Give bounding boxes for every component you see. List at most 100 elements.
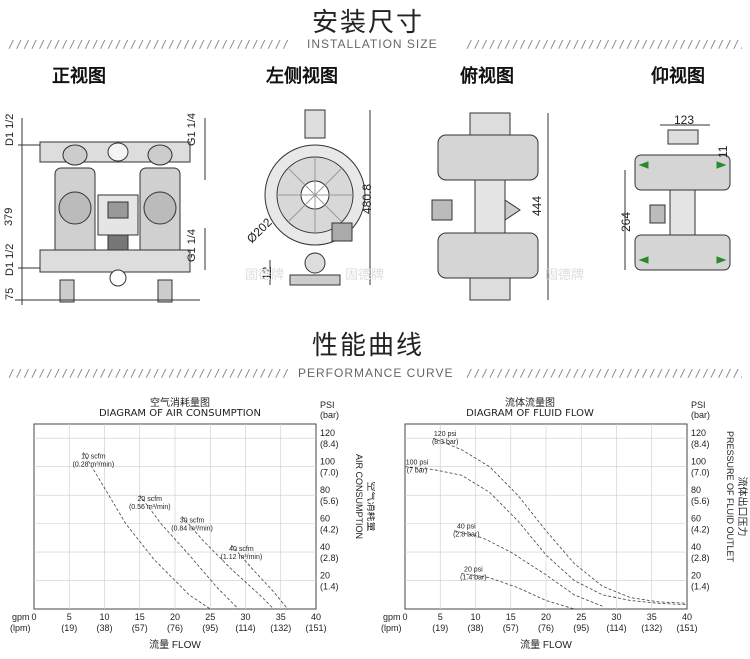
dim-front-inlet-top: D1 1/2 xyxy=(4,113,16,146)
y-tick-bar: (7.0) xyxy=(691,468,710,478)
y-tick-bar: (1.4) xyxy=(320,582,339,592)
series-label-sub: (7 bar) xyxy=(407,468,428,475)
x-tick-lpm: (151) xyxy=(676,623,697,633)
chart2-title-cn: 流体流量图 xyxy=(505,398,555,409)
x-tick-label: 25 xyxy=(576,612,586,622)
y-tick-label: 80 xyxy=(691,485,701,495)
x-tick-lpm: (95) xyxy=(202,623,218,633)
y-tick-bar: (1.4) xyxy=(691,582,710,592)
x-tick-lpm: (76) xyxy=(167,623,183,633)
series-line xyxy=(231,544,289,610)
dim-bottom-width: 123 xyxy=(674,113,695,127)
dim-bottom-height: 264 xyxy=(619,211,633,232)
y-tick-bar: (7.0) xyxy=(320,468,339,478)
series-label-sub: (2.8 bar) xyxy=(453,532,479,539)
divider-right: ////////////////////////////////////////… xyxy=(466,38,742,51)
x-tick-lpm: (19) xyxy=(61,623,77,633)
series-label: 40 psi xyxy=(457,524,476,531)
series-label-sub: (0.84 m³/min) xyxy=(171,526,213,533)
y-axis-label-cn: 流体出口压力 xyxy=(736,477,749,537)
series-label: 30 scfm xyxy=(180,518,205,525)
x-tick-lpm: (132) xyxy=(270,623,291,633)
y-tick-bar: (5.6) xyxy=(691,496,710,506)
x-tick-label: 30 xyxy=(611,612,621,622)
x-axis-label: 流量 FLOW xyxy=(149,638,201,651)
y-axis-label: PRESSURE OF FLUID OUTLET xyxy=(725,431,735,563)
x-unit-gpm: gpm xyxy=(12,612,30,622)
x-tick-label: 5 xyxy=(67,612,72,622)
chart1-title: DIAGRAM OF AIR CONSUMPTION xyxy=(98,408,262,419)
y-tick-label: 120 xyxy=(320,428,335,438)
x-unit-gpm: gpm xyxy=(383,612,401,622)
series-label-sub: (8.3 bar) xyxy=(432,439,458,446)
dim-front-height: 379 xyxy=(3,207,15,226)
x-tick-label: 25 xyxy=(205,612,215,622)
x-tick-label: 15 xyxy=(135,612,145,622)
series-label-sub: (0.28 m³/min) xyxy=(73,461,115,468)
series-line xyxy=(433,437,688,604)
y-tick-bar: (2.8) xyxy=(320,553,339,563)
y-unit-bar: (bar) xyxy=(320,410,339,420)
dim-front-inlet-bottom: D1 1/2 xyxy=(4,243,16,276)
series-line xyxy=(454,530,603,607)
series-label: 120 psi xyxy=(434,431,457,438)
y-unit-bar: (bar) xyxy=(691,410,710,420)
series-label-sub: (0.56 m³/min) xyxy=(129,504,171,511)
left-view-drawing xyxy=(264,109,371,286)
series-label-sub: (1.4 bar) xyxy=(460,574,486,581)
x-tick-lpm: (19) xyxy=(432,623,448,633)
x-tick-lpm: (151) xyxy=(305,623,326,633)
y-tick-label: 40 xyxy=(691,542,701,552)
x-tick-label: 10 xyxy=(470,612,480,622)
bottom-view-drawing xyxy=(624,124,731,271)
perf-title: 性能曲线 xyxy=(312,331,425,361)
series-label: 20 scfm xyxy=(137,496,162,503)
y-unit-psi: PSI xyxy=(320,400,335,410)
y-tick-label: 20 xyxy=(320,571,330,581)
view-label-bottom: 仰视图 xyxy=(651,66,705,87)
watermark: 固德牌 xyxy=(245,268,285,283)
y-tick-label: 60 xyxy=(691,514,701,524)
series-label: 100 psi xyxy=(406,460,429,467)
series-line xyxy=(181,516,274,610)
y-tick-label: 80 xyxy=(320,485,330,495)
x-tick-label: 40 xyxy=(682,612,692,622)
x-tick-lpm: (95) xyxy=(573,623,589,633)
install-subtitle: INSTALLATION SIZE xyxy=(307,37,438,51)
y-tick-label: 100 xyxy=(320,457,335,467)
y-unit-psi: PSI xyxy=(691,400,706,410)
dim-front-base: 75 xyxy=(4,287,16,300)
view-label-front: 正视图 xyxy=(52,66,106,87)
y-tick-bar: (2.8) xyxy=(691,553,710,563)
y-axis-label: AIR CONSUMPTION xyxy=(354,454,364,539)
y-tick-bar: (4.2) xyxy=(320,525,339,535)
x-tick-label: 30 xyxy=(240,612,250,622)
x-tick-lpm: (76) xyxy=(538,623,554,633)
x-tick-label: 5 xyxy=(438,612,443,622)
series-label: 10 scfm xyxy=(81,453,106,460)
view-label-left: 左侧视图 xyxy=(266,66,338,87)
series-line xyxy=(139,494,239,610)
y-tick-label: 60 xyxy=(320,514,330,524)
x-tick-lpm: (114) xyxy=(235,623,255,633)
y-tick-bar: (5.6) xyxy=(320,496,339,506)
series-label-sub: (1.12 m³/min) xyxy=(221,554,263,561)
watermark: 固德牌 xyxy=(545,268,585,283)
x-tick-lpm: (57) xyxy=(503,623,519,633)
dim-bottom-offset: 11 xyxy=(716,145,730,158)
install-title: 安装尺寸 xyxy=(312,8,425,38)
x-tick-label: 10 xyxy=(99,612,109,622)
divider-right: ////////////////////////////////////////… xyxy=(466,367,742,380)
x-tick-label: 35 xyxy=(647,612,657,622)
x-unit-lpm: (lpm) xyxy=(381,623,402,633)
perf-subtitle: PERFORMANCE CURVE xyxy=(298,366,454,380)
x-tick-label: 0 xyxy=(31,612,36,622)
y-tick-bar: (4.2) xyxy=(691,525,710,535)
top-view-drawing xyxy=(431,112,549,301)
x-axis-label: 流量 FLOW xyxy=(520,638,572,651)
series-line xyxy=(404,466,688,606)
dim-left-height: 480.8 xyxy=(360,183,374,214)
x-tick-label: 20 xyxy=(541,612,551,622)
